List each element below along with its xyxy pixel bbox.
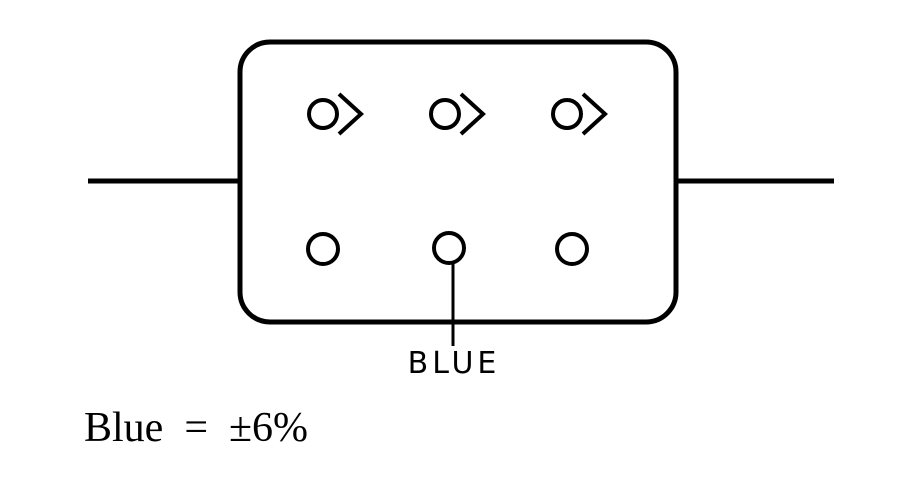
tolerance-caption: Blue = ±6% <box>84 405 309 451</box>
top-marker-2 <box>429 92 486 136</box>
bottom-dot-3 <box>555 232 589 266</box>
top-marker-3 <box>551 92 608 136</box>
callout-label: BLUE <box>407 346 501 381</box>
component-body <box>237 39 679 325</box>
top-marker-1 <box>307 92 364 136</box>
bottom-dot-2 <box>432 231 466 265</box>
bottom-dot-1 <box>306 232 340 266</box>
